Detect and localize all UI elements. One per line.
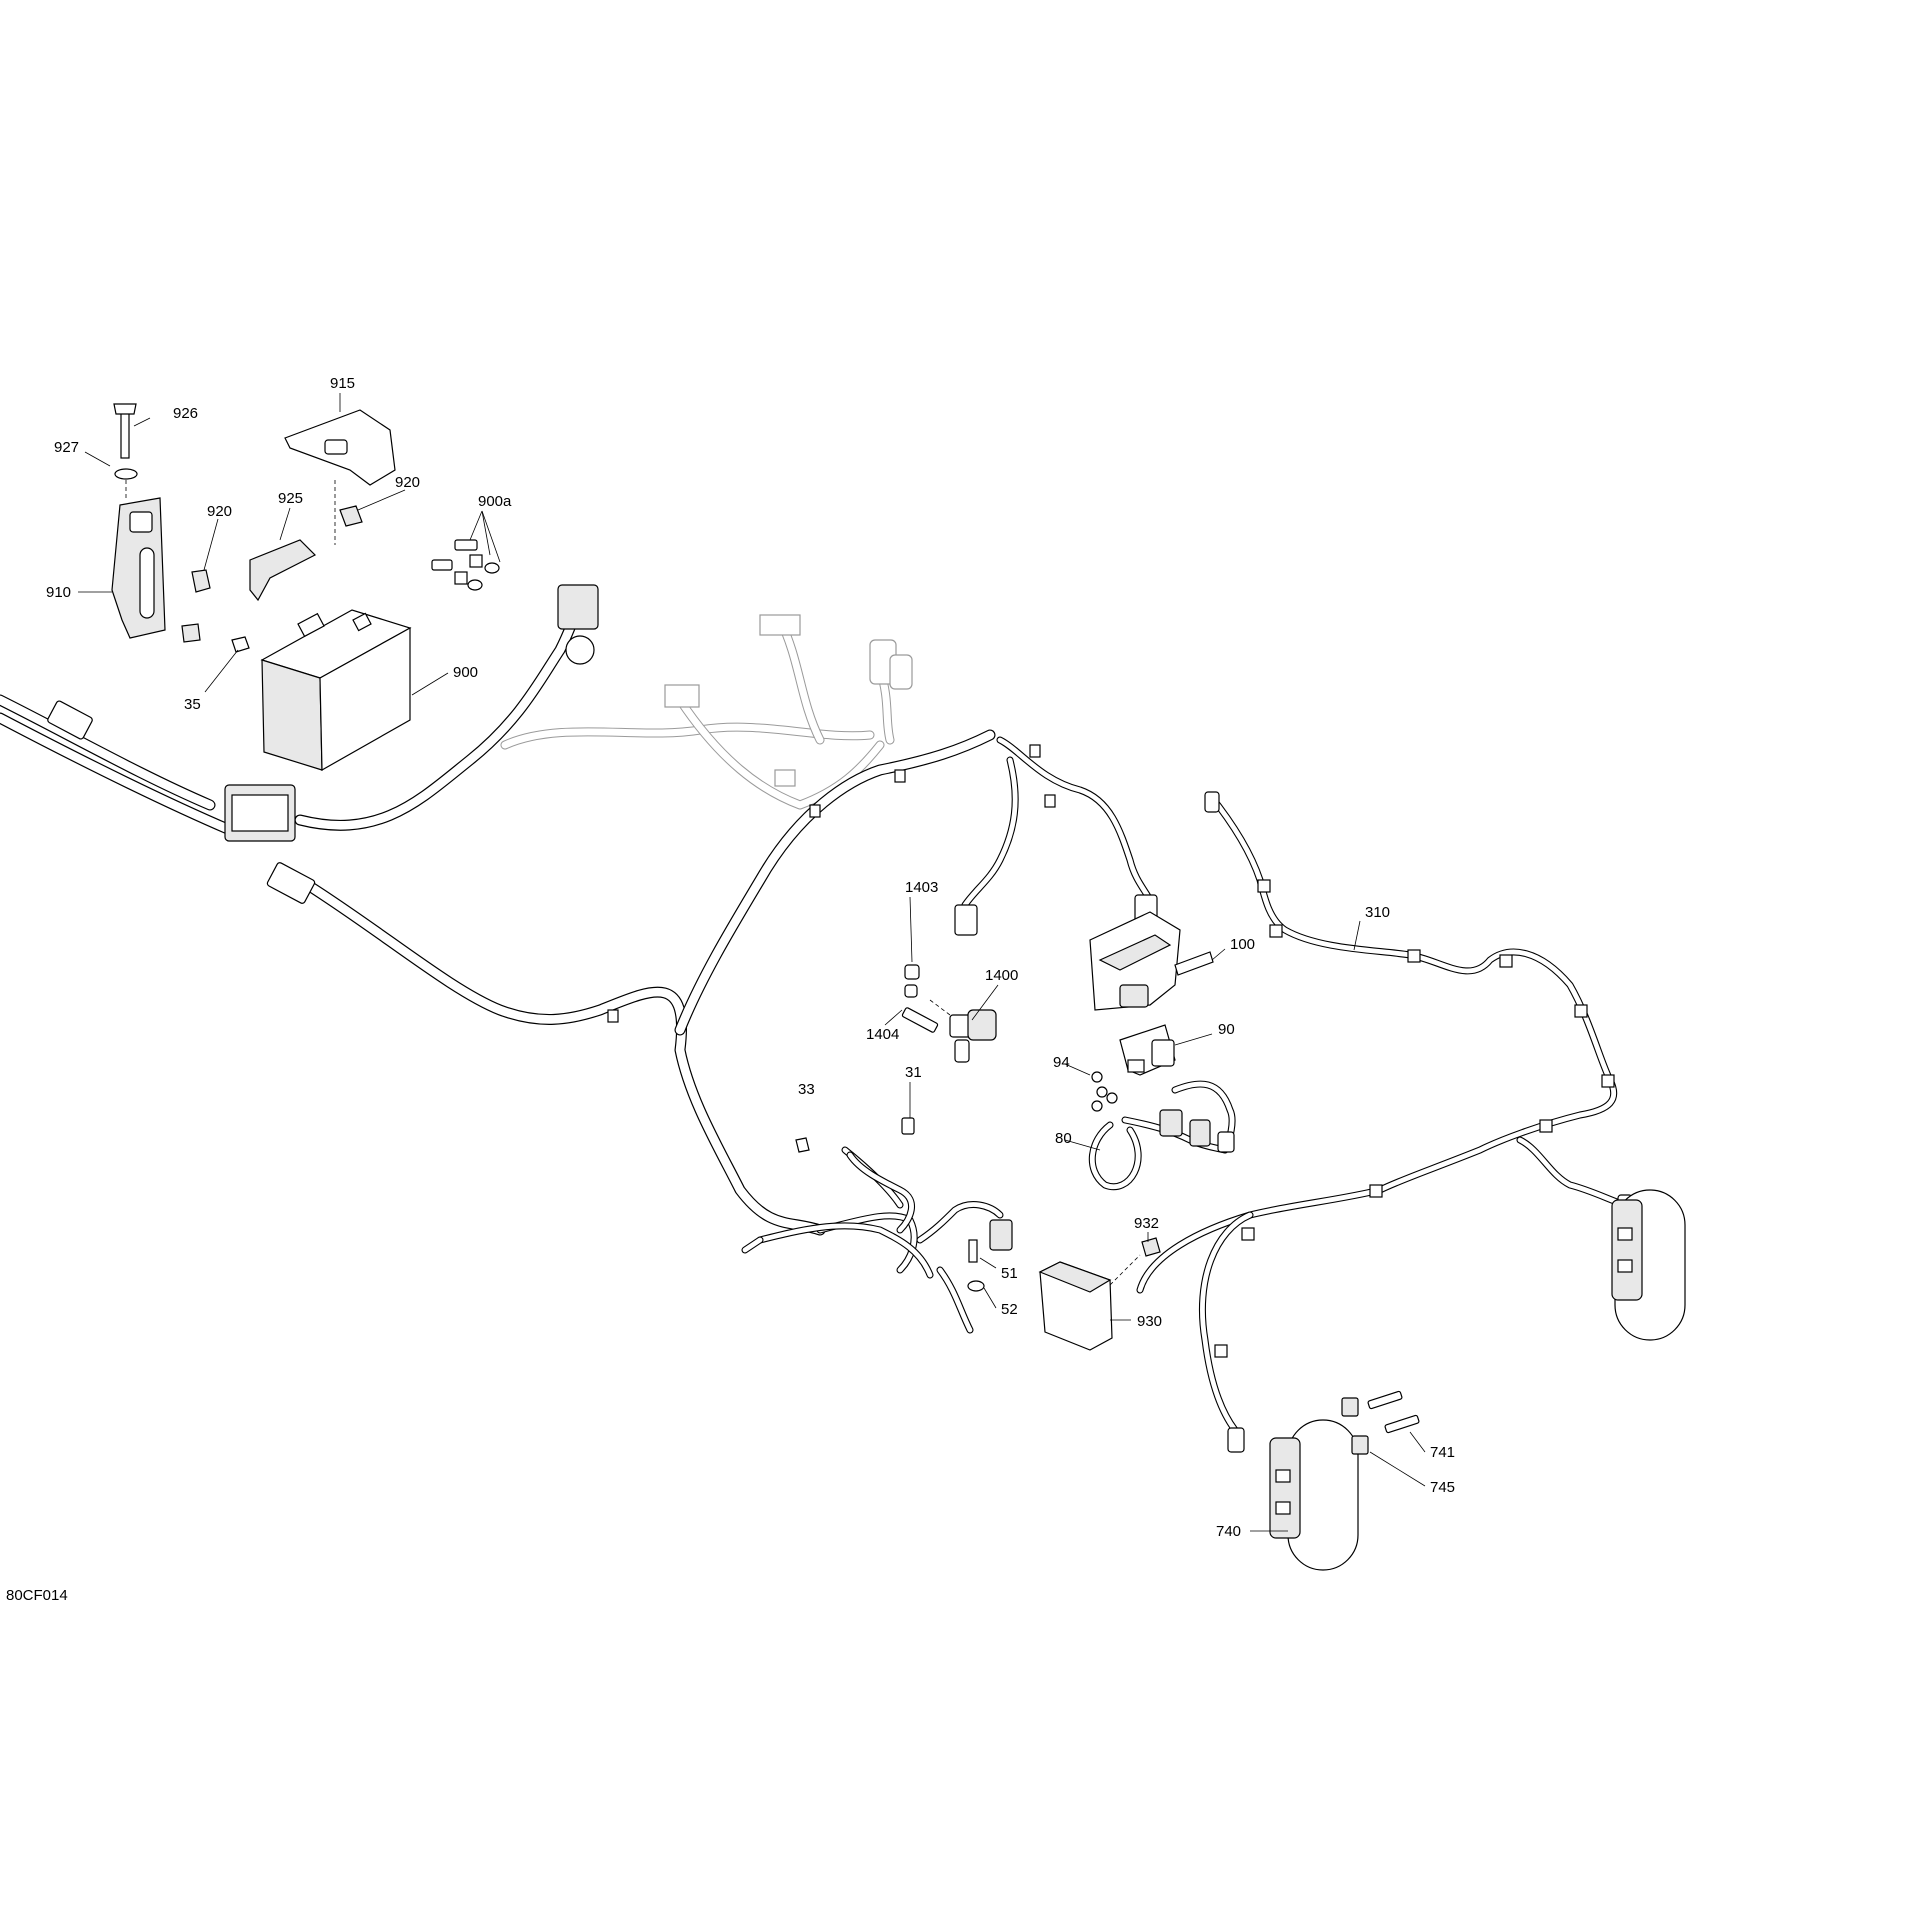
ghost-frame-harness	[500, 614, 913, 810]
callout-52: 52	[1001, 1301, 1018, 1318]
callout-1400: 1400	[985, 967, 1018, 984]
connector-51	[989, 1219, 1013, 1251]
bolt-head-926	[113, 403, 137, 415]
bolts-741	[1367, 1390, 1420, 1434]
connector-lower-left	[266, 862, 316, 904]
nuts-745	[1341, 1397, 1369, 1455]
callout-927: 927	[54, 439, 79, 456]
bolt-1404	[901, 1007, 939, 1033]
sub-harness-80	[1088, 1080, 1236, 1191]
terminal-hardware-900a	[431, 539, 500, 591]
callout-90: 90	[1218, 1021, 1235, 1038]
nuts-94	[1091, 1071, 1118, 1112]
connector-left	[47, 700, 93, 740]
leader-lines	[78, 393, 1426, 1532]
module-100	[1089, 911, 1214, 1011]
relay-block-90	[1119, 1024, 1176, 1076]
callout-932: 932	[1134, 1215, 1159, 1232]
callout-labels: 926 927 915 920 920 925 900a 910 35 900 …	[46, 375, 1455, 1540]
bolt-926	[120, 409, 130, 459]
retainer-915	[284, 409, 396, 545]
washer-927	[114, 468, 138, 480]
connector-top	[557, 584, 599, 630]
tail-light-740-lower	[1269, 1419, 1359, 1571]
cover-925	[249, 539, 317, 602]
center-components	[795, 911, 1236, 1351]
battery-900	[260, 609, 412, 772]
callout-920-left: 920	[207, 503, 232, 520]
callout-910: 910	[46, 584, 71, 601]
tail-light-740-upper	[1611, 1189, 1686, 1341]
ground-cable-33	[795, 1137, 915, 1234]
sensor-1400	[929, 999, 997, 1063]
spacer-1403	[904, 964, 920, 980]
callout-915: 915	[330, 375, 355, 392]
callout-900a: 900a	[478, 493, 512, 510]
figure-code: 80CF014	[6, 1587, 68, 1604]
nut-920-bottom	[181, 623, 201, 643]
callout-33: 33	[798, 1081, 815, 1098]
callout-310: 310	[1365, 904, 1390, 921]
nut-920-right	[339, 505, 363, 527]
nut-932	[1141, 1237, 1161, 1257]
grommet-top	[565, 635, 595, 665]
nut-920-left	[191, 569, 211, 593]
callout-930: 930	[1137, 1313, 1162, 1330]
control-unit-930	[1038, 1254, 1141, 1351]
battery-assembly	[111, 403, 500, 772]
callout-100: 100	[1230, 936, 1255, 953]
callout-900: 900	[453, 664, 478, 681]
rear-harness-310	[1136, 791, 1633, 1453]
callout-925: 925	[278, 490, 303, 507]
callout-80: 80	[1055, 1130, 1072, 1147]
callout-920-right: 920	[395, 474, 420, 491]
washer-52	[967, 1280, 985, 1292]
nut-35	[231, 636, 250, 653]
connector-1403	[954, 904, 978, 936]
screw-51	[968, 1239, 978, 1263]
main-wiring-harness	[0, 594, 1154, 1334]
harness-connectors	[47, 584, 1158, 1251]
callout-31: 31	[905, 1064, 922, 1081]
callout-740: 740	[1216, 1523, 1241, 1540]
callout-745: 745	[1430, 1479, 1455, 1496]
callout-51: 51	[1001, 1265, 1018, 1282]
bolt-31	[901, 1117, 915, 1135]
callout-926: 926	[173, 405, 198, 422]
callout-741: 741	[1430, 1444, 1455, 1461]
callout-1404: 1404	[866, 1026, 899, 1043]
callout-1403: 1403	[905, 879, 938, 896]
callout-94: 94	[1053, 1054, 1070, 1071]
callout-35: 35	[184, 696, 201, 713]
